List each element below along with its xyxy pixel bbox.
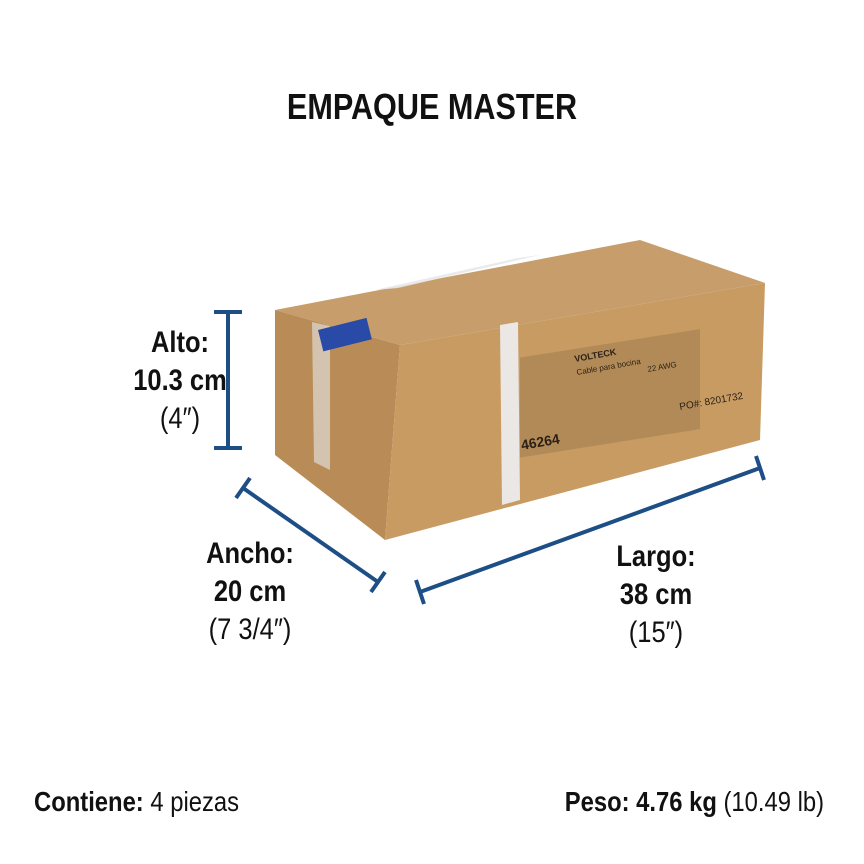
sticker bbox=[318, 317, 372, 352]
contiene-value: 4 piezas bbox=[150, 786, 240, 817]
largo-label: Largo: bbox=[616, 540, 696, 573]
ancho-imperial: (7 3/4″) bbox=[208, 613, 292, 646]
box-side-face bbox=[275, 310, 400, 540]
box-front-face bbox=[385, 283, 765, 540]
page-title: EMPAQUE MASTER bbox=[286, 86, 578, 127]
peso-label: Peso: 4.76 kg bbox=[564, 786, 717, 817]
largo-imperial: (15″) bbox=[628, 616, 684, 649]
alto-imperial: (4″) bbox=[159, 402, 201, 435]
ancho-dimension: Ancho: 20 cm (7 3/4″) bbox=[165, 535, 335, 649]
ancho-cap bbox=[234, 476, 252, 500]
strap bbox=[312, 322, 330, 470]
largo-dimension: Largo: 38 cm (15″) bbox=[571, 538, 741, 652]
strap bbox=[500, 322, 520, 505]
alto-dimension: Alto: 10.3 cm (4″) bbox=[95, 324, 265, 438]
dimension-lines bbox=[214, 310, 766, 605]
peso-value: (10.49 lb) bbox=[723, 786, 824, 817]
ancho-line bbox=[241, 486, 380, 584]
contents-info: Contiene: 4 piezas bbox=[34, 786, 239, 818]
box-top-face bbox=[275, 240, 765, 345]
ancho-cap bbox=[369, 570, 387, 594]
ancho-metric: 20 cm bbox=[213, 575, 287, 608]
largo-metric: 38 cm bbox=[619, 578, 693, 611]
contiene-label: Contiene: bbox=[34, 786, 144, 817]
product-label bbox=[520, 329, 700, 458]
alto-metric: 10.3 cm bbox=[133, 364, 227, 397]
weight-info: Peso: 4.76 kg (10.49 lb) bbox=[565, 786, 824, 818]
alto-label: Alto: bbox=[150, 326, 210, 359]
ancho-label: Ancho: bbox=[206, 537, 294, 570]
largo-line bbox=[419, 466, 761, 594]
strap bbox=[375, 255, 540, 290]
label-code: 46264 bbox=[520, 430, 561, 453]
largo-cap bbox=[414, 579, 426, 605]
largo-cap bbox=[754, 455, 766, 481]
